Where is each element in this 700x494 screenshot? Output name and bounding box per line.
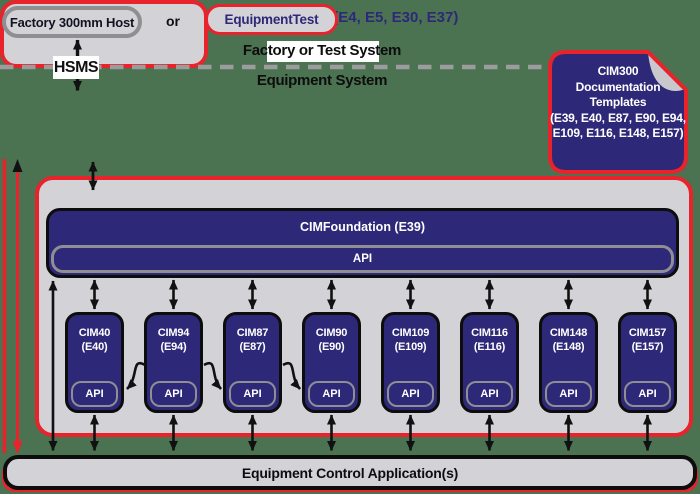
module-api-box: API: [466, 381, 513, 407]
module-cim94: CIM94(E94) API: [144, 312, 203, 413]
module-title: CIM87(E87): [236, 327, 269, 353]
module-title: CIM157(E157): [628, 327, 667, 353]
document-outline: [548, 50, 688, 174]
module-cim157: CIM157(E157) API: [618, 312, 677, 413]
module-cim148: CIM148(E148) API: [539, 312, 598, 413]
module-cim109: CIM109(E109) API: [381, 312, 440, 413]
module-title: CIM94(E94): [157, 327, 190, 353]
doc-line: Documentation: [575, 79, 661, 94]
module-api-box: API: [229, 381, 276, 407]
module-api-box: API: [308, 381, 355, 407]
doc-line: E109, E116, E148, E157): [552, 126, 684, 140]
module-title: CIM40(E40): [78, 327, 111, 353]
module-title: CIM116(E116): [471, 327, 508, 353]
module-cim40: CIM40(E40) API: [65, 312, 124, 413]
cim300-doc-templates-text: CIM300 Documentation Templates (E39, E40…: [548, 64, 688, 142]
factory-or-test-system-label: Factory or Test System: [242, 42, 402, 59]
equipment-control-application-label: Equipment Control Application(s): [241, 464, 459, 481]
module-cim90: CIM90(E90) API: [302, 312, 361, 413]
module-cim116: CIM116(E116) API: [460, 312, 519, 413]
module-title: CIM90(E90): [315, 327, 348, 353]
cimfoundation-title: CIMFoundation (E39): [300, 220, 425, 234]
equipment-test-box: EquipmentTest: [205, 4, 338, 35]
cimfoundation-api-bar: API: [51, 245, 674, 273]
zone-label-background: [267, 41, 379, 62]
module-api-box: API: [387, 381, 434, 407]
doc-line: Templates: [589, 95, 647, 109]
module-api-box: API: [71, 381, 118, 407]
hsms-protocol-label: HSMS: [53, 56, 99, 79]
cim300-doc-templates-box: [548, 50, 690, 176]
fold-edge: [646, 50, 688, 92]
or-label: or: [166, 13, 180, 29]
factory-host-label: Factory 300mm Host: [9, 14, 135, 30]
red-line-bottom-arrowhead: [12, 441, 23, 454]
module-api-box: API: [150, 381, 197, 407]
equipment-control-application-bar: Equipment Control Application(s): [3, 455, 697, 490]
module-title: CIM148(E148): [549, 327, 588, 353]
module-api-box: API: [624, 381, 671, 407]
cimfoundation-box: CIMFoundation (E39) API: [46, 208, 679, 278]
module-api-box: API: [545, 381, 592, 407]
module-title: CIM109(E109): [391, 327, 430, 353]
equipment-test-label: EquipmentTest: [224, 12, 319, 27]
equipment-system-label: Equipment System: [256, 72, 388, 89]
doc-line: CIM300: [597, 64, 639, 78]
doc-line: (E39, E40, E87, E90, E94,: [550, 110, 686, 125]
module-cim87: CIM87(E87) API: [223, 312, 282, 413]
factory-host-box: Factory 300mm Host: [2, 6, 142, 38]
folded-document-shape: [548, 50, 688, 174]
red-line-top-arrowhead: [12, 159, 23, 172]
